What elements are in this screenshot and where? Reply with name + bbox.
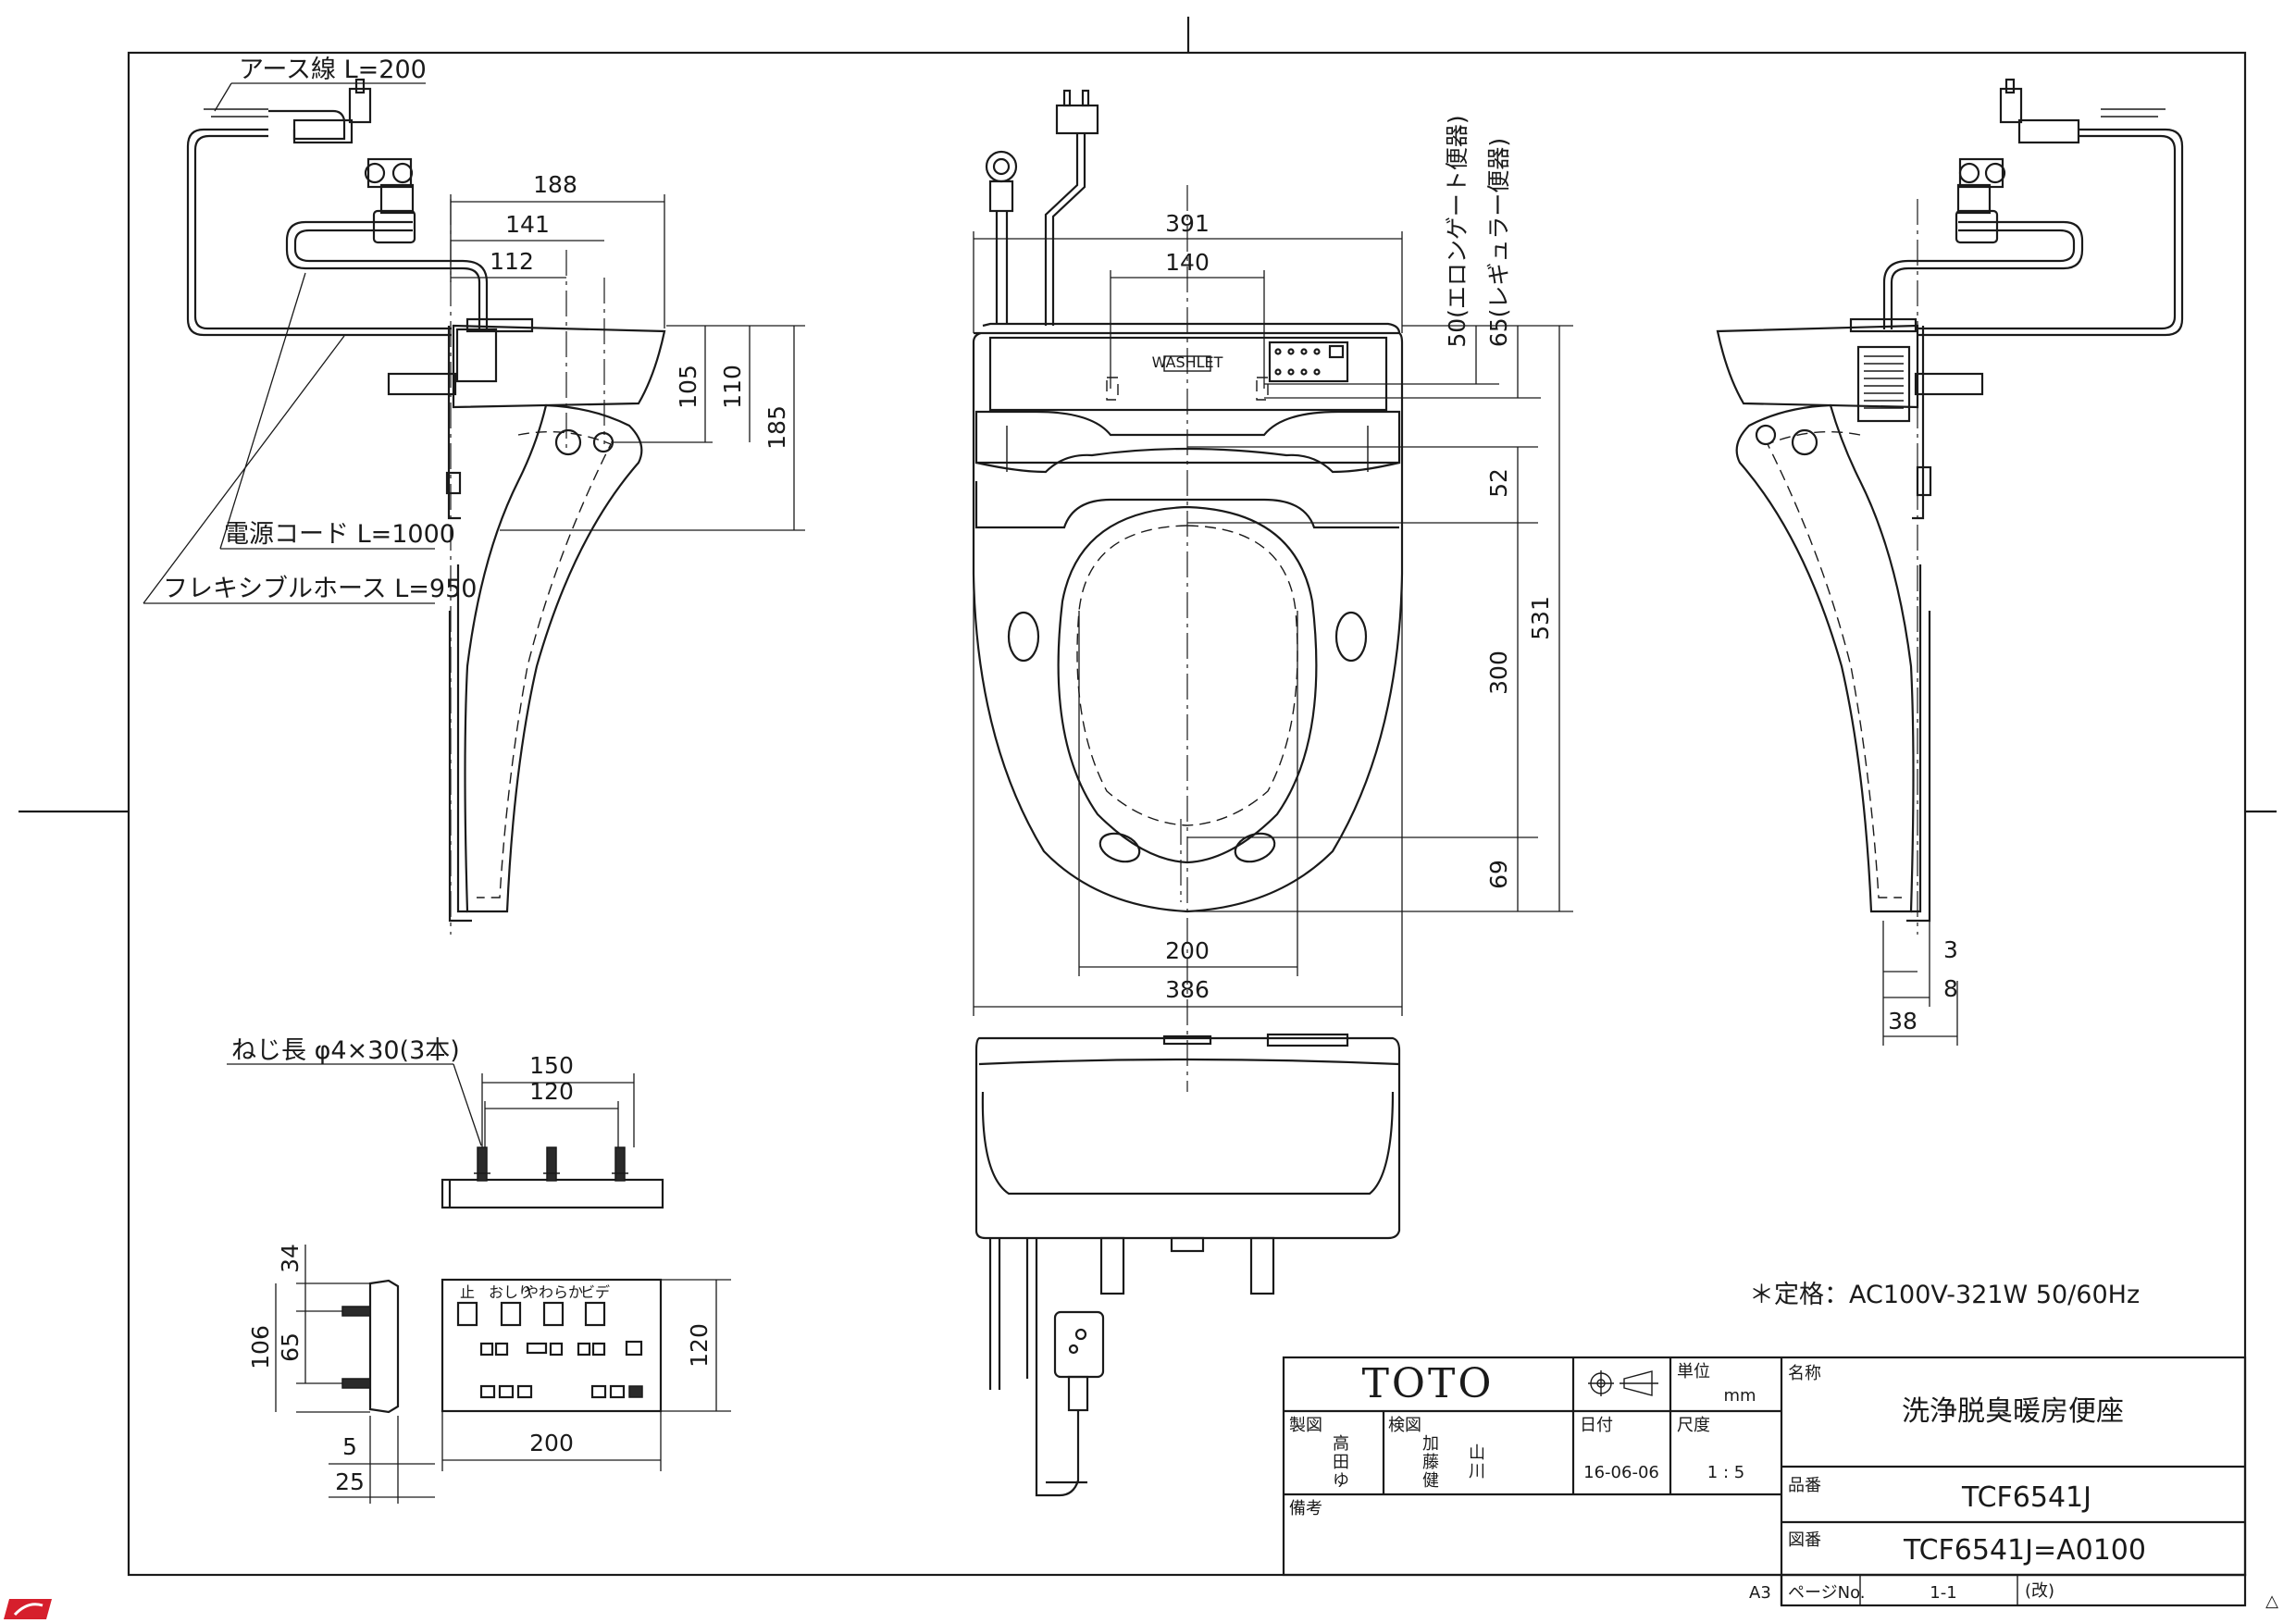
title-block: TOTO 単位 mm 名称 洗浄脱臭暖房便座 製図 高 田 ゆ 検図 加 藤 健… xyxy=(1282,1356,2278,1611)
dim-8: 8 xyxy=(1943,975,1958,1002)
dim-141: 141 xyxy=(505,211,550,238)
svg-text:健: 健 xyxy=(1422,1471,1439,1491)
paper-size: A3 xyxy=(1749,1583,1771,1603)
dim-188: 188 xyxy=(533,171,577,198)
scale-label: 尺度 xyxy=(1677,1416,1710,1435)
drawn-label: 製図 xyxy=(1289,1416,1322,1435)
dim-52: 52 xyxy=(1485,468,1512,498)
corner-stamp-icon xyxy=(4,1599,52,1619)
revision-mark: △ xyxy=(2265,1592,2278,1611)
dim-25: 25 xyxy=(335,1468,365,1495)
toto-logo: TOTO xyxy=(1362,1360,1495,1407)
page-label: ページNo. xyxy=(1788,1583,1866,1603)
flexible-hose-note: フレキシブルホース L=950 xyxy=(163,575,477,603)
dim-150: 150 xyxy=(529,1052,574,1079)
page-value: 1-1 xyxy=(1930,1583,1956,1603)
revision-label: (改) xyxy=(2025,1581,2054,1601)
rating-note: ＊定格：AC100V-321W 50/60Hz xyxy=(1749,1281,2140,1309)
svg-text:加: 加 xyxy=(1422,1434,1439,1454)
top-view-dimensions: 391 140 50(エロンゲート便器) 65(レギュラー便器) 52 300 … xyxy=(973,115,1573,1016)
dim-69: 69 xyxy=(1485,860,1512,889)
remote-yawaraka-label: やわらか xyxy=(524,1283,583,1301)
dim-185: 185 xyxy=(763,405,790,450)
left-side-dimensions: 188 141 112 105 110 185 xyxy=(450,171,805,531)
dim-386: 386 xyxy=(1165,976,1210,1003)
drawing-label: 図番 xyxy=(1788,1530,1821,1550)
elongate-dim: 50(エロンゲート便器) xyxy=(1444,115,1471,347)
part-label: 品番 xyxy=(1788,1476,1821,1495)
unit-label: 単位 xyxy=(1677,1362,1710,1381)
remote-side-view: 106 65 34 5 25 xyxy=(247,1244,435,1504)
sheet-frame xyxy=(19,17,2277,1577)
product-name: 洗浄脱臭暖房便座 xyxy=(1902,1395,2124,1428)
regular-dim: 65(レギュラー便器) xyxy=(1485,138,1512,347)
remote-front-view: 止 おしり やわらか ビデ 120 200 xyxy=(441,1278,731,1471)
scale-value: 1 : 5 xyxy=(1707,1463,1744,1482)
date-value: 16-06-06 xyxy=(1583,1463,1659,1482)
dim-34: 34 xyxy=(277,1244,304,1273)
svg-text:高: 高 xyxy=(1333,1434,1349,1454)
dim-531: 531 xyxy=(1527,596,1554,640)
top-view: WASHLET xyxy=(972,89,1404,1092)
dim-38: 38 xyxy=(1888,1008,1917,1035)
part-number: TCF6541J xyxy=(1961,1481,2091,1514)
dim-200: 200 xyxy=(1165,937,1210,964)
front-view xyxy=(974,1033,1401,1497)
svg-text:山: 山 xyxy=(1469,1443,1485,1463)
dim-remote-200: 200 xyxy=(529,1430,574,1456)
unit-value: mm xyxy=(1723,1386,1756,1406)
dim-65: 65 xyxy=(277,1332,304,1362)
svg-text:藤: 藤 xyxy=(1422,1453,1439,1472)
name-label: 名称 xyxy=(1788,1364,1821,1383)
dim-300: 300 xyxy=(1485,650,1512,695)
projection-symbol-icon xyxy=(1588,1370,1658,1396)
dim-3: 3 xyxy=(1943,936,1958,963)
svg-text:ゆ: ゆ xyxy=(1333,1471,1349,1491)
mounting-plate: 150 120 ねじ長 φ4×30(3本) xyxy=(227,1036,664,1209)
remote-oshiri-label: おしり xyxy=(489,1283,533,1301)
remarks-label: 備考 xyxy=(1289,1499,1322,1518)
dim-110: 110 xyxy=(719,365,746,409)
earth-wire-note: アース線 L=200 xyxy=(239,56,427,84)
power-cord-note: 電源コード L=1000 xyxy=(224,520,455,549)
remote-bidet-label: ビデ xyxy=(580,1283,610,1301)
dim-5: 5 xyxy=(342,1433,357,1460)
date-label: 日付 xyxy=(1580,1416,1613,1435)
remote-stop-label: 止 xyxy=(460,1283,475,1301)
dim-106: 106 xyxy=(247,1325,274,1369)
left-side-view xyxy=(186,78,666,935)
dim-120: 120 xyxy=(529,1078,574,1105)
right-side-view: 3 8 38 xyxy=(1716,78,2184,1046)
dim-112: 112 xyxy=(490,248,534,275)
screw-note: ねじ長 φ4×30(3本) xyxy=(231,1036,460,1065)
drawing-number: TCF6541J=A0100 xyxy=(1903,1534,2146,1567)
dim-140: 140 xyxy=(1165,249,1210,276)
left-notes: アース線 L=200 電源コード L=1000 フレキシブルホース L=950 xyxy=(143,56,477,604)
checked-label: 検図 xyxy=(1388,1416,1421,1435)
svg-text:川: 川 xyxy=(1469,1462,1485,1481)
svg-text:田: 田 xyxy=(1333,1453,1349,1472)
dim-391: 391 xyxy=(1165,210,1210,237)
dim-remote-120: 120 xyxy=(686,1323,713,1368)
dim-105: 105 xyxy=(675,365,701,409)
